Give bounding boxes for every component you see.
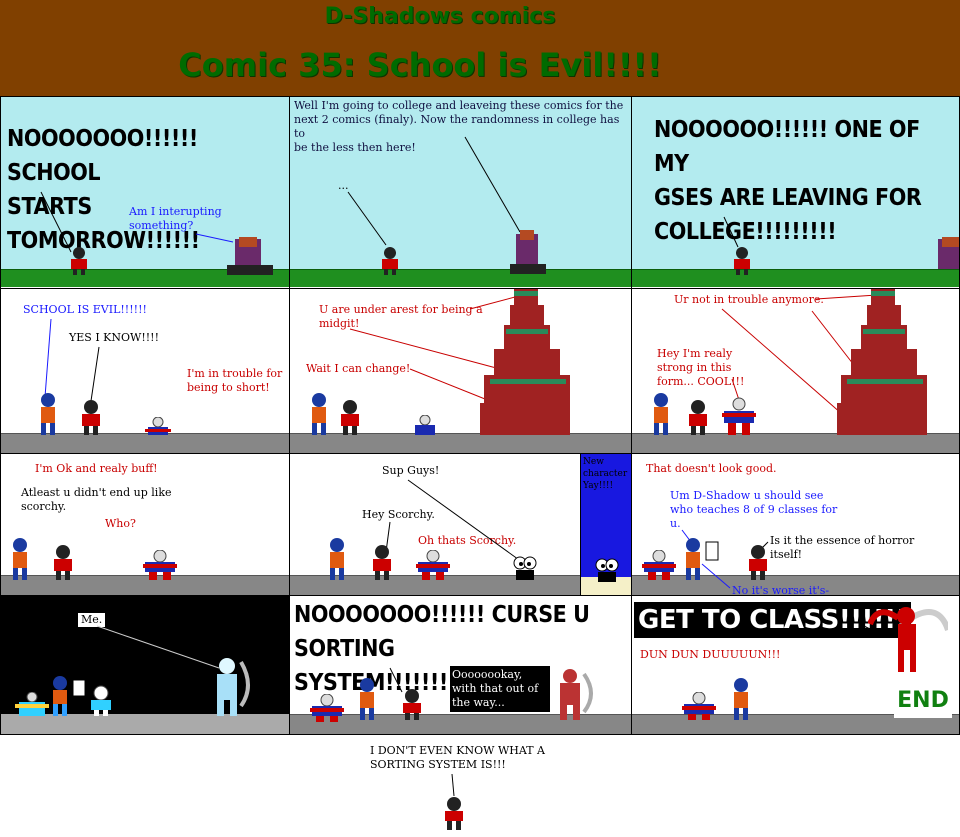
panel-12: GET TO CLASS!!!!!! DUN DUN DUUUUUN!!! EN… (631, 595, 960, 735)
character-dshadow (749, 545, 767, 580)
character-blue-fighter (360, 678, 374, 720)
character-blue-fighter (686, 538, 719, 580)
panel-7: I'm Ok and realy buff! Atleast u didn't … (0, 453, 290, 596)
panel-5: U are under arest for being a midgit! Wa… (289, 288, 632, 454)
character-dshadow (82, 400, 100, 435)
panel-8-inset: New character Yay!!!! (580, 453, 632, 596)
panel-12-shout-box: GET TO CLASS!!!!!! (634, 602, 911, 638)
panel-11-box: Oooooookay, with that out of the way... (450, 666, 550, 712)
character-winged-teacher (217, 658, 250, 716)
character-blue-fighter (53, 676, 86, 716)
panel-6-line1: Ur not in trouble anymore. (674, 293, 824, 306)
panel-1: NOOOOOOO!!!!!! SCHOOL STARTS TOMORROW!!!… (0, 96, 290, 289)
panel-8-inset-text: New character Yay!!!! (583, 457, 628, 491)
comic-header: D-Shadows comics Comic 35: School is Evi… (0, 0, 960, 96)
character-cyan-robot (15, 692, 49, 716)
panel-9-line2: Um D-Shadow u should see who teaches 8 o… (670, 489, 838, 530)
panel-4-line2: YES I KNOW!!!! (69, 331, 160, 344)
panel-10: Me. (0, 595, 290, 735)
character-scorchy (595, 558, 619, 582)
character-red-winged-warrior (560, 669, 593, 720)
panel-2-dots: ... (338, 179, 349, 192)
panel-6: Ur not in trouble anymore. Hey I'm realy… (631, 288, 960, 454)
panel-1-shout: NOOOOOOO!!!!!! SCHOOL STARTS TOMORROW!!!… (7, 126, 200, 254)
panel-5-line1: U are under arest for being a midgit! (319, 303, 483, 330)
panel-2-speech: Well I'm going to college and leaveing t… (294, 99, 624, 154)
panel-11: NOOOOOOO!!!!!! CURSE U SORTING SYSTEM!!!… (289, 595, 632, 735)
character-blue-fighter (41, 393, 55, 435)
character-buff-robot (310, 694, 344, 722)
character-blue-fighter (330, 538, 344, 580)
panel-7-line2: Atleast u didn't end up like scorchy. (21, 486, 172, 513)
panel-8-line1: Sup Guys! (382, 464, 440, 477)
character-dshadow (382, 247, 398, 275)
character-buff-robot (642, 550, 676, 580)
panel-10-line1: Me. (77, 612, 107, 628)
character-winged-demon (868, 607, 948, 672)
panel-4: SCHOOL IS EVIL!!!!!! YES I KNOW!!!! I'm … (0, 288, 290, 454)
character-guardian (227, 237, 273, 275)
panel-6-line2: Hey I'm realy strong in this form... COO… (657, 347, 745, 388)
end-label: END (894, 684, 952, 718)
site-title: D-Shadows comics (324, 4, 556, 29)
panel-7-line3: Who? (105, 517, 136, 530)
character-dshadow (71, 247, 87, 275)
panel-3-shout: NOOOOOO!!!!!! ONE OF MY GSES ARE LEAVING… (654, 117, 922, 245)
panel-7-line1: I'm Ok and realy buff! (35, 462, 158, 475)
character-dshadow (689, 400, 707, 435)
character-dshadow (445, 797, 463, 830)
character-small-robot (415, 415, 435, 435)
character-dshadow (403, 689, 421, 720)
panel-12-line1: DUN DUN DUUUUUN!!! (640, 648, 781, 661)
character-buff-robot (416, 550, 450, 580)
character-giant-robot-tower (837, 289, 927, 435)
character-dshadow (341, 400, 359, 435)
panel-2: Well I'm going to college and leaveing t… (289, 96, 632, 289)
character-buff-robot (143, 550, 177, 580)
panel-1-speech: Am I interupting something? (129, 205, 222, 232)
character-buff-robot (682, 692, 716, 720)
character-dshadow (54, 545, 72, 580)
panel-12-shout: GET TO CLASS!!!!!! (638, 605, 907, 635)
character-dshadow (373, 545, 391, 580)
character-scorchy (513, 556, 537, 580)
character-blue-fighter (13, 538, 27, 580)
character-blue-fighter (654, 393, 668, 435)
panel-9-line1: That doesn't look good. (646, 462, 777, 475)
footer-speech: I DON'T EVEN KNOW WHAT A SORTING SYSTEM … (370, 744, 545, 771)
character-dshadow (734, 247, 750, 275)
character-white-bunny (91, 685, 111, 716)
panel-9-line3: Is it the essence of horror itself! (770, 534, 915, 561)
panel-9: That doesn't look good. Um D-Shadow u sh… (631, 453, 960, 596)
character-giant-robot-tower (480, 289, 570, 435)
panel-9-line4: No it's worse it's- (732, 584, 830, 596)
panel-4-line3: I'm in trouble for being to short! (187, 367, 283, 394)
character-blue-fighter (312, 393, 326, 435)
panel-8: Sup Guys! Hey Scorchy. Oh thats Scorchy. (289, 453, 581, 596)
character-buff-robot (722, 397, 756, 435)
character-blue-fighter (734, 678, 748, 720)
panel-8-line2: Hey Scorchy. (362, 508, 435, 521)
panel-3: NOOOOOO!!!!!! ONE OF MY GSES ARE LEAVING… (631, 96, 960, 289)
panel-5-line2: Wait I can change! (306, 362, 411, 375)
character-small-robot (145, 417, 171, 435)
panel-4-line1: SCHOOL IS EVIL!!!!!! (23, 303, 147, 316)
character-guardian (938, 237, 959, 269)
comic-title: Comic 35: School is Evil!!!! (178, 46, 662, 84)
character-guardian (510, 230, 546, 274)
